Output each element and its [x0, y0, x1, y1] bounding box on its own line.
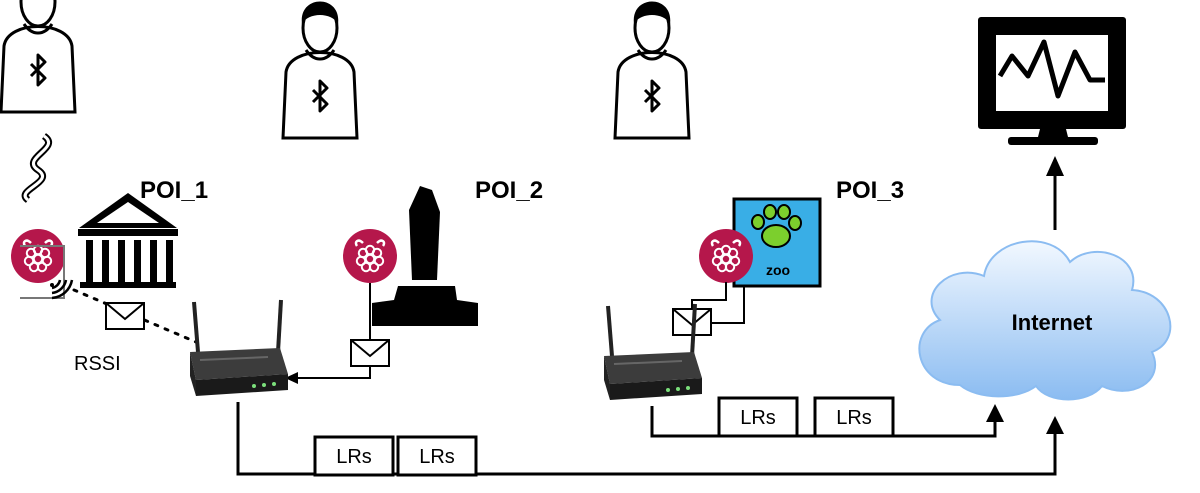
cloud-icon — [918, 240, 1172, 401]
internet-label: Internet — [1012, 310, 1093, 335]
router1-to-internet-connector — [236, 402, 1057, 476]
lrs-label: LRs — [336, 446, 372, 468]
lrs-label: LRs — [836, 407, 872, 429]
lrs-label: LRs — [419, 446, 455, 468]
museum-icon — [78, 193, 178, 288]
monitor-icon — [978, 17, 1126, 145]
person-bluetooth-icon — [0, 0, 77, 114]
envelope-icon — [105, 302, 145, 330]
raspberry-pi-icon — [341, 227, 399, 285]
lrs-packet-box: LRs — [717, 396, 799, 438]
wifi-signal-icon — [20, 245, 74, 300]
monument-icon — [372, 186, 478, 326]
person-bluetooth-icon — [281, 0, 359, 140]
lrs-label: LRs — [740, 407, 776, 429]
poi-3-label: POI_3 — [836, 177, 904, 204]
zoo-label: zoo — [766, 262, 790, 278]
poi-2-label: POI_2 — [475, 177, 543, 204]
zoo-icon: zoo — [732, 197, 822, 288]
lrs-packet-box: LRs — [813, 396, 895, 438]
raspberry-pi-icon — [697, 227, 755, 285]
envelope-icon — [350, 339, 390, 367]
wifi-router-icon — [188, 298, 290, 398]
person-bluetooth-icon — [613, 0, 691, 140]
raspberry-pi-icon — [9, 227, 67, 285]
rssi-label: RSSI — [74, 353, 121, 375]
poi-1-label: POI_1 — [140, 177, 208, 204]
lrs-packet-box: LRs — [396, 435, 478, 477]
lrs-packet-box: LRs — [313, 435, 395, 477]
poi2-to-router-connector — [295, 366, 371, 379]
